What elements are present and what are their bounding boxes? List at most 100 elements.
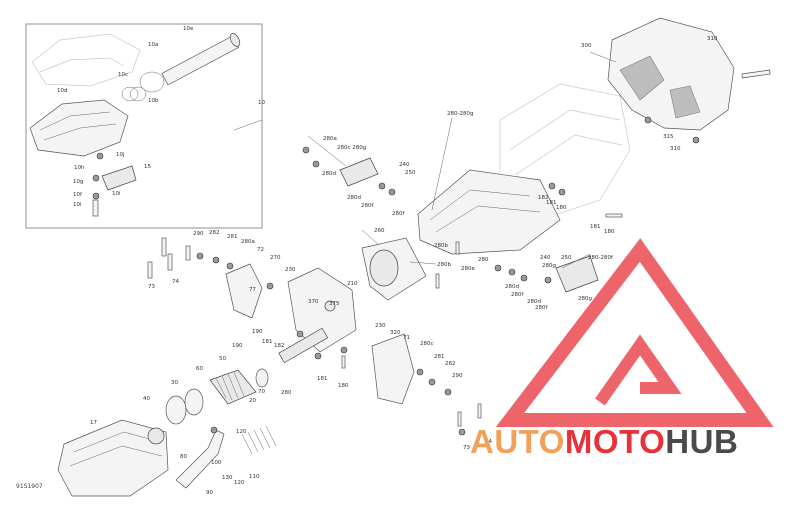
watermark-auto: AUTO [470,423,565,460]
callout-label: 10b [148,98,159,104]
callout-label: 50 [219,356,226,362]
hose [175,429,225,489]
callout-label: 280e [461,266,475,272]
engine-cover [607,17,735,131]
callout-label: 100 [211,460,222,466]
callout-label: 250 [405,170,416,176]
callout-label: 230 [375,323,386,329]
callout-label: 280g [542,263,556,269]
callout-label: 180 [604,229,615,235]
callout-label: 280a [323,136,337,142]
callout-label: 280-280g [447,111,474,117]
callout-label: 260 [374,228,385,234]
callout-label: 240 [399,162,410,168]
callout-label: 181 [546,200,557,206]
callout-label: 190 [252,329,263,335]
callout-label: 180 [556,205,567,211]
callout-label: 80 [180,454,187,460]
callout-label: 74 [485,439,492,445]
callout-label: 20 [249,398,256,404]
callout-label: 280c [420,341,434,347]
callout-label: 74 [172,279,179,285]
callout-label: 181 [317,376,328,382]
watermark-hub: HUB [665,423,739,460]
callout-label: 10c [118,72,129,78]
callout-label: 290 [452,373,463,379]
callout-label: 181 [262,339,273,345]
callout-label: 70 [258,389,265,395]
callout-label: 280f [511,292,524,298]
callout-label: 240 [540,255,551,261]
callout-label: 73 [148,284,155,290]
rail-190 [278,327,329,364]
callout-label: 300 [581,43,592,49]
callout-label: 10a [148,42,159,48]
callout-label: 182 [538,195,549,201]
callout-label: 280d [505,284,519,290]
callout-label: 280d [347,195,361,201]
callout-label: 310 [670,146,681,152]
fasteners [96,146,623,436]
callout-label: 10 [258,100,265,106]
inset-frame [25,23,263,229]
callout-label: 120 [234,480,245,486]
callout-label: 280d [527,299,541,305]
inset-ring-10a [139,71,165,93]
callout-label: 280 [281,390,292,396]
callout-label: 10g [73,179,84,185]
callout-label: 40 [143,396,150,402]
callout-label: 280f [535,305,548,311]
callout-label: 281 [434,354,445,360]
reference-code: 91S1907 [16,483,43,490]
callout-label: 120 [236,429,247,435]
callout-label: 10h [74,165,85,171]
callout-label: 315 [663,134,674,140]
bracket-72 [225,263,263,319]
callout-label: 280b [437,262,451,268]
callout-label: 190 [232,343,243,349]
callout-label: 320 [390,330,401,336]
watermark-logo [495,238,774,427]
inset-tube [161,35,240,86]
callout-label: 72 [257,247,264,253]
callout-label: 290 [193,231,204,237]
watermark-moto: MOTO [564,423,666,460]
callout-label: 280 [478,257,489,263]
callout-label: 10i [73,202,82,208]
callout-label: 130 [222,475,233,481]
callout-label: 181 [590,224,601,230]
supercharger [57,419,169,497]
callout-label: 282 [209,230,220,236]
callout-label: 182 [274,343,285,349]
callout-label: 10d [57,88,68,94]
inset-intake-lower [29,99,129,157]
callout-label: 10e [183,26,194,32]
bellows [209,369,257,405]
callout-label: 71 [403,335,410,341]
intake-manifold [417,169,561,255]
watermark-text: AUTOMOTOHUB [470,425,738,458]
callout-label: 10i [112,191,121,197]
bracket-210 [287,267,357,353]
callout-label: 230 [285,267,296,273]
callout-label: 281 [227,234,238,240]
callout-label: 10f [73,192,82,198]
callout-label: 280g [578,296,592,302]
callout-label: 250 [561,255,572,261]
callout-label: 60 [196,366,203,372]
inset-intake-upper [31,33,141,87]
callout-label: 10j [116,152,125,158]
callout-label: 375 [329,301,340,307]
callout-label: 280d [322,171,336,177]
callout-label: 90 [206,490,213,496]
callout-label: 280a [241,239,255,245]
inset-bracket [101,165,137,191]
callout-label: 15 [144,164,151,170]
callout-label: 280-280f [588,255,613,261]
bracket-320 [371,333,415,405]
callout-label: 280f [361,203,374,209]
callout-label: 73 [463,445,470,451]
callout-label: 30 [171,380,178,386]
